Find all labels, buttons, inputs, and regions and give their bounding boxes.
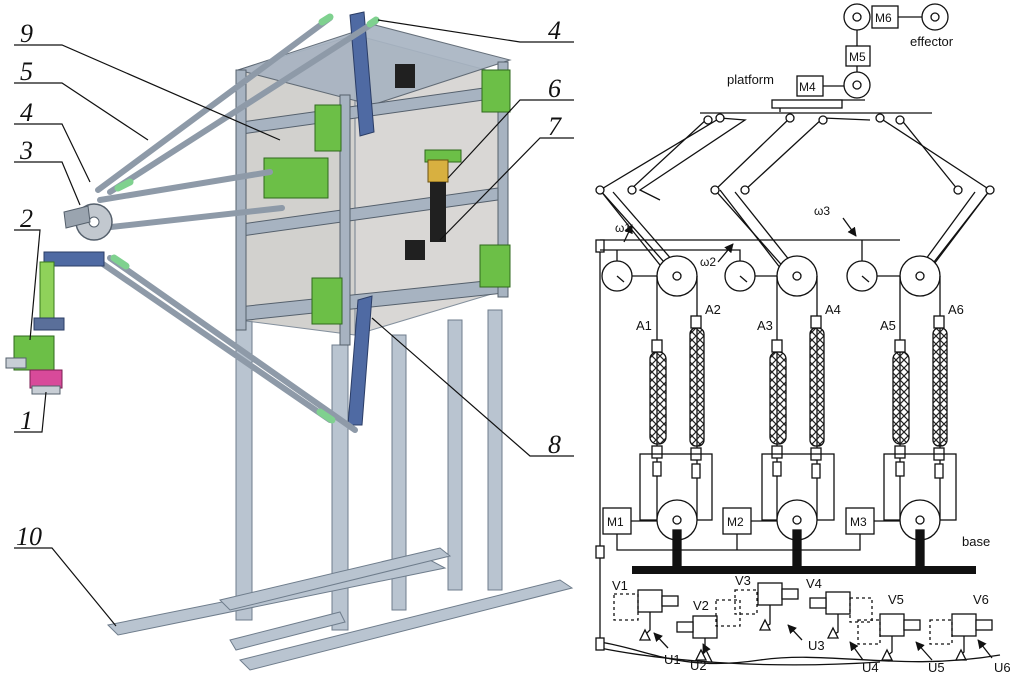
signal-u6: U6 — [994, 660, 1011, 675]
actuator-a5: A5 — [880, 318, 896, 333]
callout-7: 7 — [548, 112, 562, 141]
schematic: effector platform M6 M5 M4 — [595, 3, 1011, 675]
platform-label: platform — [727, 72, 774, 87]
frame-box — [235, 24, 512, 346]
effector-label: effector — [910, 34, 954, 49]
wrist-assembly — [5, 203, 113, 395]
encoder-w3: ω3 — [814, 204, 830, 218]
signal-u1: U1 — [664, 652, 681, 667]
callout-6: 6 — [548, 74, 561, 103]
signal-u4: U4 — [862, 660, 879, 675]
valves — [595, 582, 1001, 666]
actuator-a6: A6 — [948, 302, 964, 317]
motor-m2: M2 — [727, 515, 744, 529]
valve-v5: V5 — [888, 592, 904, 607]
lower-pulleys — [595, 499, 941, 571]
base-label: base — [962, 534, 990, 549]
actuator-a2: A2 — [705, 302, 721, 317]
callout-numbers: 9 5 4 3 2 1 10 4 6 7 8 — [16, 16, 562, 551]
valve-v4: V4 — [806, 576, 822, 591]
signal-u5: U5 — [928, 660, 945, 675]
drive-arms — [347, 11, 375, 426]
callout-8: 8 — [548, 430, 561, 459]
callout-4-right: 4 — [548, 16, 561, 45]
motor-m3: M3 — [850, 515, 867, 529]
callout-5: 5 — [20, 57, 33, 86]
callout-2: 2 — [20, 204, 33, 233]
support-stand — [106, 309, 574, 671]
valve-v2: V2 — [693, 598, 709, 613]
cad-model: 9 5 4 3 2 1 10 4 6 7 8 — [5, 11, 574, 671]
callout-1: 1 — [20, 406, 33, 435]
leg-linkages — [595, 113, 995, 281]
effector-chain — [700, 3, 949, 114]
motor-m5: M5 — [849, 50, 866, 64]
encoder-w1: ω1 — [615, 221, 631, 235]
motor-m1: M1 — [607, 515, 624, 529]
callout-10: 10 — [16, 522, 42, 551]
callout-leaders — [14, 19, 574, 627]
signal-u3: U3 — [808, 638, 825, 653]
valve-v1: V1 — [612, 578, 628, 593]
encoders — [595, 217, 900, 642]
actuator-a3: A3 — [757, 318, 773, 333]
upper-pulleys — [656, 255, 941, 297]
actuator-a1: A1 — [636, 318, 652, 333]
valve-v6: V6 — [973, 592, 989, 607]
base-bar — [632, 566, 976, 574]
motor-m6: M6 — [875, 11, 892, 25]
valve-v3: V3 — [735, 573, 751, 588]
linkage-rods — [95, 15, 378, 433]
callout-4-left: 4 — [20, 98, 33, 127]
motor-m4: M4 — [799, 80, 816, 94]
callout-9: 9 — [20, 19, 33, 48]
encoder-w2: ω2 — [700, 255, 716, 269]
signal-u2: U2 — [690, 658, 707, 673]
callout-3: 3 — [19, 136, 33, 165]
actuator-a4: A4 — [825, 302, 841, 317]
